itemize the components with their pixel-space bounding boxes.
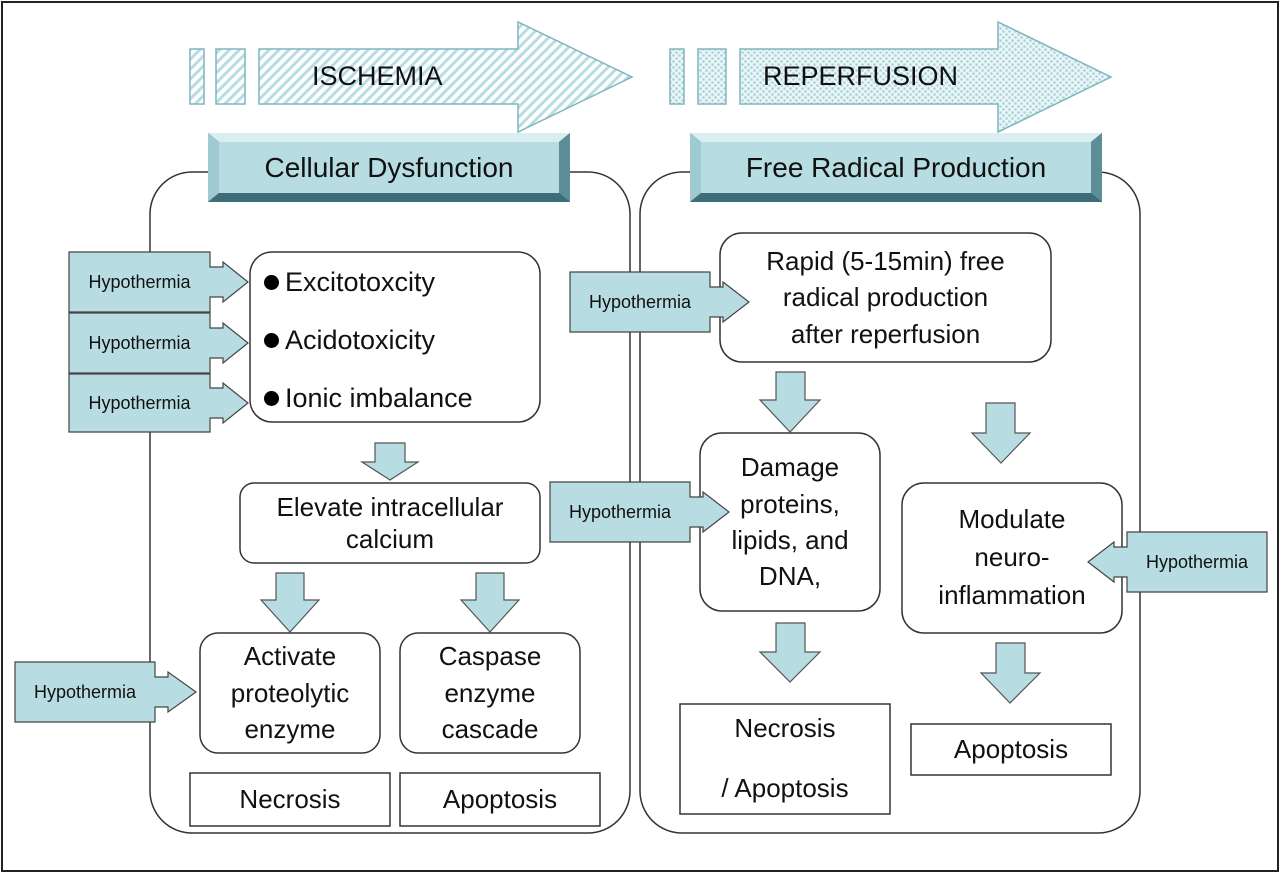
ischemia-banner-arrow	[189, 20, 634, 134]
reperfusion-banner-arrow	[669, 20, 1113, 134]
bullet-dot	[264, 390, 279, 406]
mechanism-ionic-imbalance: Ionic imbalance	[285, 382, 473, 413]
necrosis-apoptosis-box	[679, 703, 891, 815]
hypothermia-label-damage: Hypothermia	[568, 501, 672, 522]
hypothermia-callout-neuroinflammation	[1087, 531, 1268, 593]
mechanisms-box	[249, 251, 541, 423]
down-arrow-to-damage	[758, 371, 822, 433]
necrosis-apoptosis-label: Necrosis / Apoptosis	[721, 713, 849, 803]
hypothermia-callout-proteolytic	[14, 661, 198, 723]
free-radical-header-box	[690, 133, 1102, 202]
hypothermia-label-neuroinflammation: Hypothermia	[1145, 551, 1249, 572]
down-arrow-to-caspase	[459, 572, 521, 633]
damage-label: Damage proteins, lipids, and DNA,	[731, 452, 849, 592]
hypothermia-label-ionic: Hypothermia	[88, 392, 191, 413]
hypothermia-label-excitotoxicity: Hypothermia	[88, 271, 191, 292]
cellular-dysfunction-header-box	[208, 133, 570, 202]
ischemia-necrosis-label: Necrosis	[239, 784, 341, 815]
mechanism-acidotoxicity: Acidotoxicity	[285, 324, 436, 355]
mechanism-excitotoxicity: Excitotoxcity	[285, 266, 436, 297]
hypothermia-callouts	[14, 251, 1268, 723]
down-arrow-to-calcium	[359, 442, 421, 481]
caspase-label: Caspase enzyme cascade	[438, 641, 542, 745]
reperfusion-apoptosis-label: Apoptosis	[953, 734, 1069, 765]
ischemia-necrosis-box	[189, 772, 391, 827]
mechanism-item: Excitotoxcity	[264, 253, 534, 311]
bullet-dot	[264, 274, 279, 290]
down-arrow-to-neuroinflammation	[970, 402, 1032, 464]
down-arrow-to-necrosis-apoptosis	[758, 622, 822, 683]
hypothermia-callout-damage	[549, 481, 730, 543]
calcium-label: Elevate intracellular calcium	[276, 491, 504, 555]
free-radical-label: Rapid (5-15min) free radical production …	[766, 245, 1005, 349]
proteolytic-label: Activate proteolytic enzyme	[230, 641, 350, 745]
reperfusion-label: REPERFUSION	[763, 61, 959, 92]
hypothermia-label-free-radical: Hypothermia	[588, 291, 692, 312]
calcium-box	[239, 482, 541, 564]
ischemia-apoptosis-label: Apoptosis	[442, 784, 558, 815]
down-arrows	[259, 371, 1042, 704]
reperfusion-apoptosis-box	[910, 723, 1112, 776]
hypothermia-label-acidotoxicity: Hypothermia	[88, 332, 191, 353]
caspase-box	[399, 632, 581, 754]
mechanism-item: Acidotoxicity	[264, 311, 534, 369]
mechanisms-list: Excitotoxcity Acidotoxicity Ionic imbala…	[264, 253, 534, 427]
free-radical-production-label: Free Radical Production	[745, 152, 1047, 183]
hypothermia-callout-free-radical	[569, 271, 750, 333]
ischemia-label: ISCHEMIA	[312, 61, 443, 92]
down-arrow-to-reperfusion-apoptosis	[979, 642, 1042, 704]
cellular-dysfunction-label: Cellular Dysfunction	[264, 152, 514, 183]
ischemia-apoptosis-box	[399, 772, 601, 827]
mechanism-item: Ionic imbalance	[264, 369, 534, 427]
hypothermia-callout-acidotoxicity	[68, 312, 249, 374]
hypothermia-callout-excitotoxicity	[68, 251, 249, 313]
hypothermia-label-proteolytic: Hypothermia	[33, 681, 137, 702]
proteolytic-box	[199, 632, 381, 754]
hypothermia-callout-ionic	[68, 373, 249, 433]
bullet-dot	[264, 332, 279, 348]
down-arrow-to-proteolytic	[259, 572, 321, 633]
neuroinflammation-label: Modulate neuro- inflammation	[938, 504, 1086, 610]
